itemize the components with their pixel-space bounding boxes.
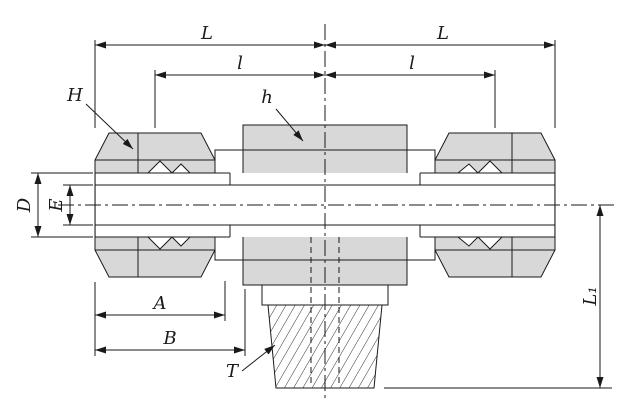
leader-H [85, 103, 134, 150]
dim-label-L-left: L [200, 23, 213, 44]
internal-details [95, 160, 555, 386]
nut-hex-label: H [66, 85, 83, 106]
ferrule [476, 160, 504, 174]
dim-label-A: A [152, 293, 167, 314]
ferrule [146, 160, 174, 174]
ferrule [476, 236, 504, 250]
thread-label: T [226, 361, 240, 382]
branch-thread-hatch [268, 305, 382, 388]
body-hex-label: h [261, 87, 273, 108]
dim-label-l-left: l [237, 53, 243, 74]
dim-label-L-right: L [436, 23, 449, 44]
ferrule [146, 236, 174, 250]
centerlines [58, 24, 614, 400]
ferrule [170, 163, 192, 174]
dim-label-E: E [46, 198, 67, 212]
ferrule [170, 236, 192, 247]
dim-label-l-right: l [409, 53, 415, 74]
ferrule [456, 236, 480, 247]
dim-label-D: D [14, 197, 35, 213]
ferrule [456, 163, 480, 174]
dim-label-L1: L₁ [580, 286, 601, 306]
leader-h [275, 108, 304, 142]
dimensions: L L l l H h D E A B T L₁ [14, 23, 612, 389]
dim-label-B: B [162, 328, 176, 349]
leader-T [241, 344, 276, 372]
